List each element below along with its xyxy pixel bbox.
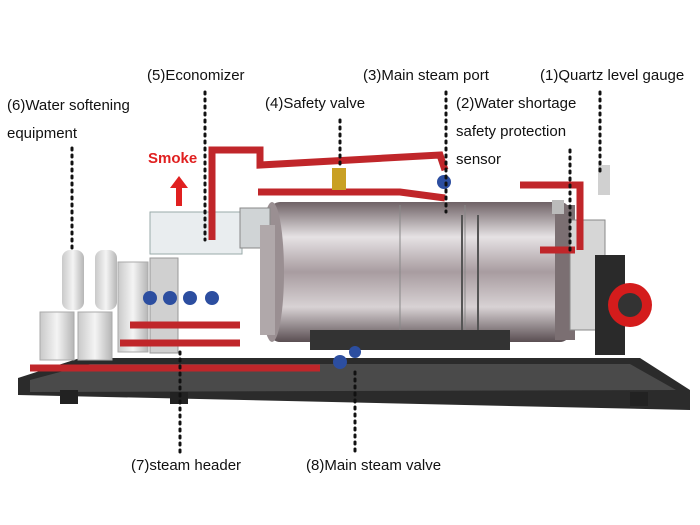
label-water-softening-line1: (6)Water softening xyxy=(7,97,130,114)
smoke-arrow xyxy=(170,176,188,206)
label-quartz-level-gauge: (1)Quartz level gauge xyxy=(540,67,685,84)
label-steam-header: (7)steam header xyxy=(131,457,242,474)
label-water-shortage-line1: (2)Water shortage xyxy=(456,95,577,112)
label-water-shortage-line3: sensor xyxy=(456,151,502,168)
valves xyxy=(143,165,610,369)
label-water-softening-line2: equipment xyxy=(7,125,78,142)
leader-lines xyxy=(70,90,602,454)
label-water-shortage-line2: safety protection xyxy=(456,123,567,140)
label-economizer: (5)Economizer xyxy=(147,67,245,84)
label-main-steam-valve: (8)Main steam valve xyxy=(306,457,442,474)
red-piping xyxy=(30,146,584,372)
economizer-unit xyxy=(149,207,275,335)
smoke-label: Smoke xyxy=(148,150,198,167)
water-softening-tanks xyxy=(39,250,179,361)
boiler-drum xyxy=(260,202,652,355)
label-main-steam-port: (3)Main steam port xyxy=(363,67,489,84)
label-safety-valve: (4)Safety valve xyxy=(265,95,366,112)
